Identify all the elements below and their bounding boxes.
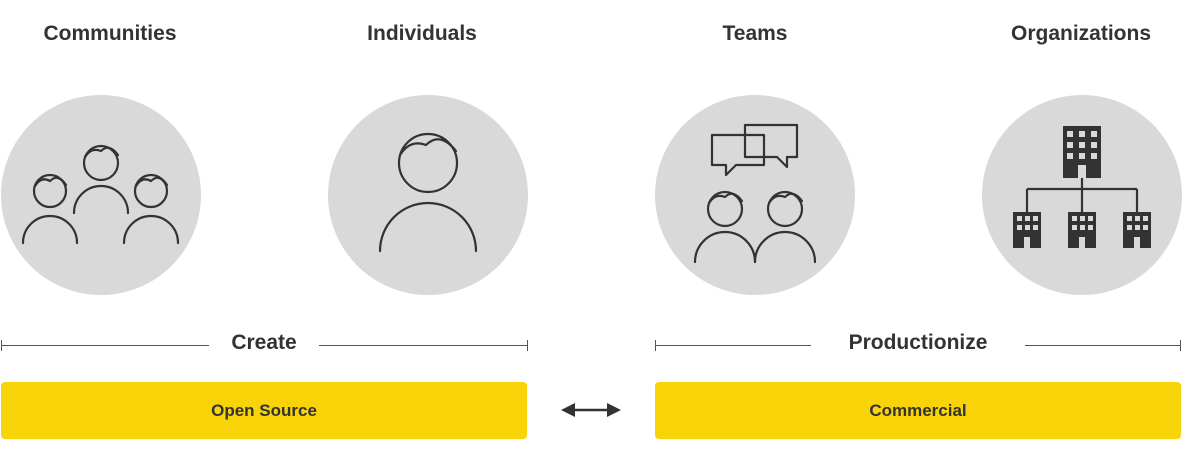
column-title-communities: Communities bbox=[43, 22, 177, 45]
teams-circle bbox=[655, 95, 855, 295]
open-source-label: Open Source bbox=[211, 400, 317, 420]
organizations-circle bbox=[982, 95, 1182, 295]
commercial-label: Commercial bbox=[869, 400, 967, 420]
team-chat-icon bbox=[693, 123, 817, 264]
create-label: Create bbox=[209, 331, 319, 355]
bracket-tick bbox=[1180, 340, 1181, 351]
communities-circle bbox=[1, 95, 201, 295]
bracket-tick bbox=[527, 340, 528, 351]
org-chart-icon bbox=[1013, 126, 1151, 248]
column-title-organizations: Organizations bbox=[1010, 22, 1152, 45]
person-icon bbox=[378, 132, 478, 253]
column-title-individuals: Individuals bbox=[367, 22, 477, 45]
double-arrow-icon bbox=[561, 403, 621, 417]
individuals-circle bbox=[328, 95, 528, 295]
community-icon bbox=[21, 144, 180, 245]
open-source-bar: Open Source bbox=[1, 382, 527, 439]
productionize-label: Productionize bbox=[811, 331, 1025, 355]
column-title-teams: Teams bbox=[722, 22, 788, 45]
commercial-bar: Commercial bbox=[655, 382, 1181, 439]
